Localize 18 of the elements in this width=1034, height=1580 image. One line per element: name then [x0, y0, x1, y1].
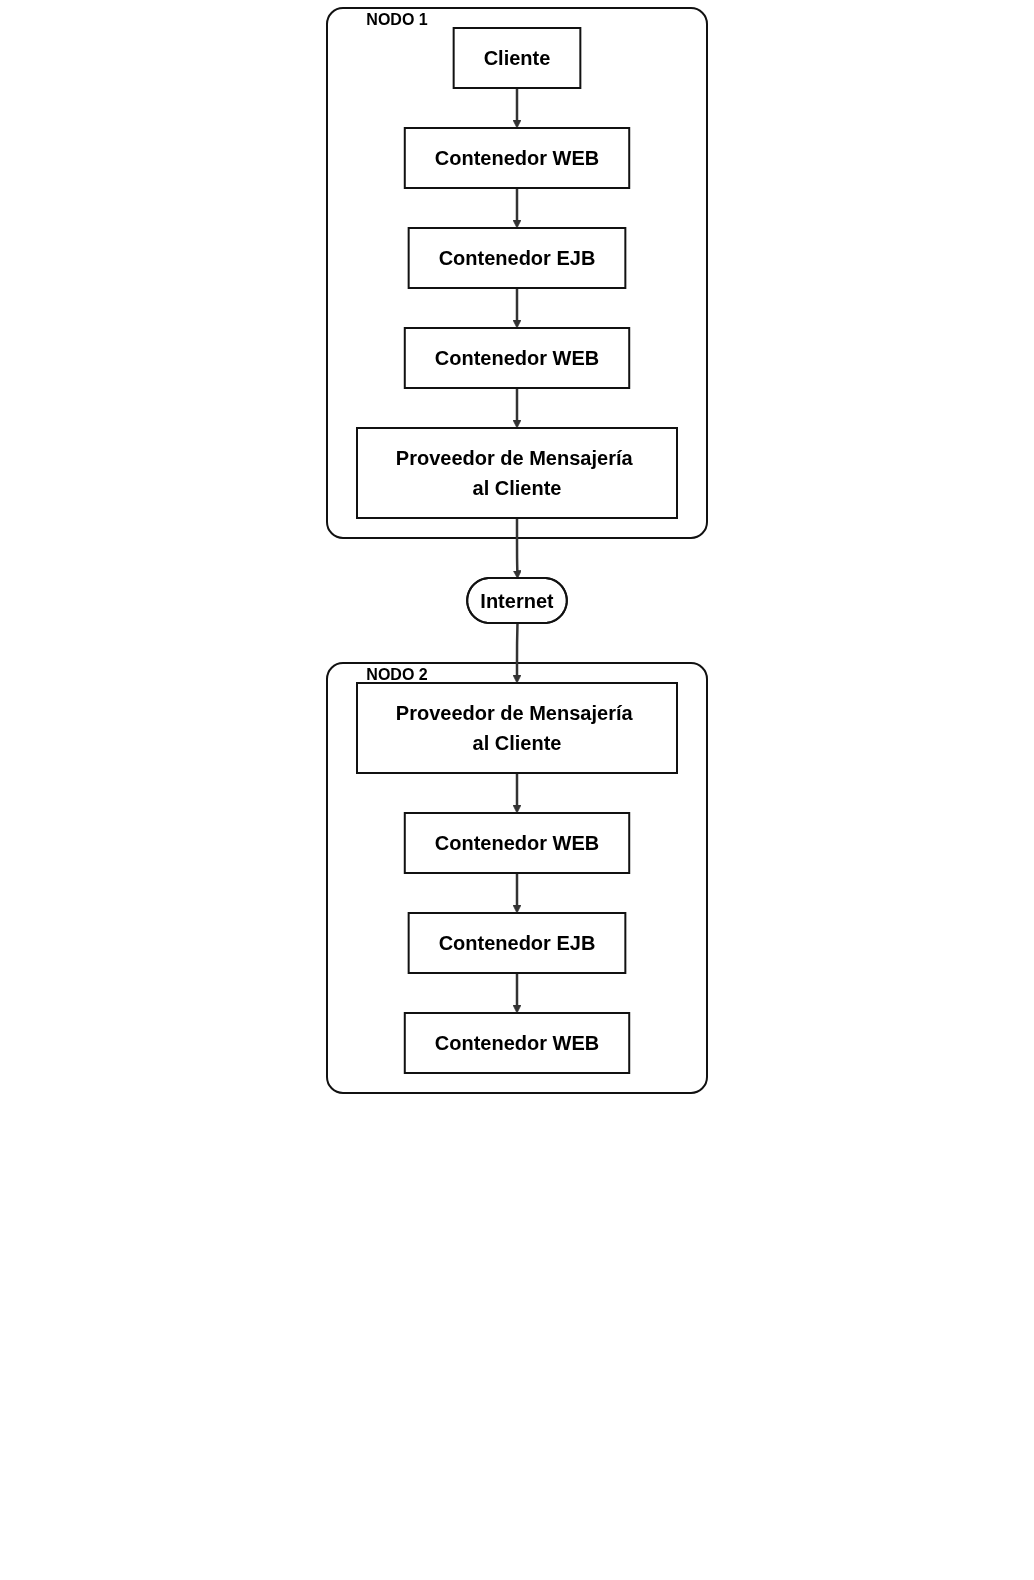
node-box: Contenedor WEB — [403, 127, 631, 189]
node-box: Proveedor de Mensajería al Cliente — [356, 682, 678, 774]
node-box: Contenedor EJB — [407, 227, 627, 289]
node-box: Contenedor WEB — [403, 327, 631, 389]
arrow — [512, 973, 522, 1014]
node-box: Cliente — [452, 27, 582, 89]
node-box: Proveedor de Mensajería al Cliente — [356, 427, 678, 519]
node-box: Contenedor WEB — [403, 812, 631, 874]
arrow — [512, 623, 522, 684]
arrow — [512, 773, 522, 814]
arrow — [512, 388, 522, 429]
arrow — [512, 288, 522, 329]
node-box: Contenedor WEB — [403, 1012, 631, 1074]
arrow — [512, 88, 522, 129]
node-box: Contenedor EJB — [407, 912, 627, 974]
arrow — [512, 518, 522, 579]
arrow — [512, 873, 522, 914]
arrow — [512, 188, 522, 229]
